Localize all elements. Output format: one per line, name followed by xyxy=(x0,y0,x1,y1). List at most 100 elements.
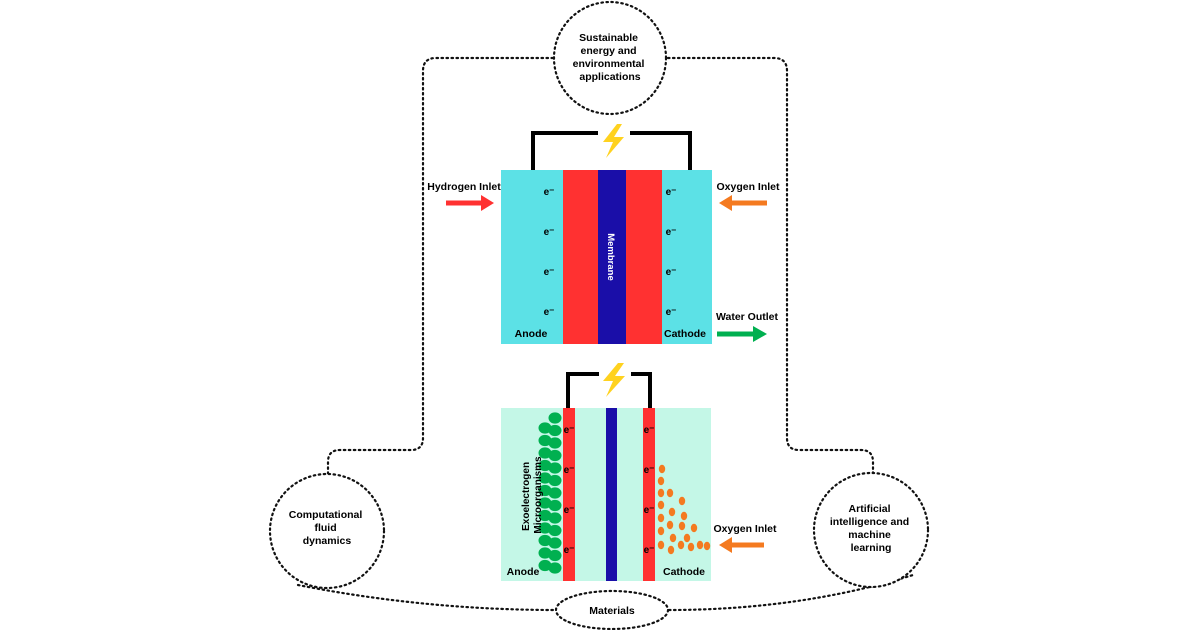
node-computational-fluid-dynamics: Computational fluid dynamics xyxy=(268,472,386,590)
node-ai-line: learning xyxy=(851,542,892,554)
microbe-cell xyxy=(538,509,552,522)
oxygen-dot xyxy=(678,496,686,506)
electron-label: e⁻ xyxy=(644,465,655,476)
microbe-cell xyxy=(538,484,552,497)
oxygen-dot xyxy=(683,533,691,543)
microbe-cell xyxy=(548,549,562,562)
microbe-cell xyxy=(548,537,562,549)
node-materials: Materials xyxy=(554,589,670,630)
oxygen-dot xyxy=(696,540,704,550)
anode-label: Anode xyxy=(515,328,548,340)
connector-top-left xyxy=(326,56,560,480)
connector-top-right xyxy=(666,56,875,480)
svg-text:Sustainable energy and: Sustainable energy and environmental app… xyxy=(573,32,648,83)
membrane xyxy=(598,170,626,344)
microbial-fuel-cell: e⁻ e⁻ e⁻ e⁻ e⁻ e⁻ e⁻ e⁻ Exoelectrogen Mi… xyxy=(501,363,777,581)
microbe-colony xyxy=(538,412,562,574)
oxygen-inlet-arrow xyxy=(719,195,767,211)
microbe-cell xyxy=(548,512,562,524)
microbe-cell xyxy=(538,434,552,447)
oxygen-inlet-label: Oxygen Inlet xyxy=(716,181,780,193)
microbe-cell xyxy=(538,472,552,484)
svg-text:Artificial intelligence: Artificial intelligence and machine lear… xyxy=(830,503,912,554)
node-sustainable-energy-line: energy and xyxy=(581,45,637,57)
microbe-cell xyxy=(538,497,552,509)
microbe-cell xyxy=(548,524,562,537)
membrane-label: Membrane xyxy=(605,233,616,281)
oxygen-dot xyxy=(657,488,665,498)
microbe-cell xyxy=(548,462,562,474)
hydrogen-inlet-arrow xyxy=(446,195,494,211)
cathode-electrode xyxy=(626,170,662,344)
mfc-membrane xyxy=(606,408,617,581)
electron-label: e⁻ xyxy=(666,227,677,238)
electron-label: e⁻ xyxy=(544,227,555,238)
electron-label: e⁻ xyxy=(666,267,677,278)
oxygen-dot xyxy=(657,500,665,510)
connector-bottom-right xyxy=(667,573,915,612)
electron-label: e⁻ xyxy=(564,545,575,556)
microbe-cell xyxy=(548,562,562,574)
electron-label: e⁻ xyxy=(666,307,677,318)
hydrogen-inlet-label: Hydrogen Inlet xyxy=(427,181,501,193)
node-cfd-line: dynamics xyxy=(303,535,352,547)
microbe-cell xyxy=(548,474,562,487)
microbe-cell xyxy=(548,487,562,499)
electron-label: e⁻ xyxy=(544,267,555,278)
microbe-cell xyxy=(538,522,552,534)
node-ai-machine-learning: Artificial intelligence and machine lear… xyxy=(812,471,930,589)
microbe-cell xyxy=(538,447,552,459)
node-cfd-line: Computational xyxy=(289,509,363,521)
oxygen-dot xyxy=(703,541,711,551)
mfc-anode-electrode xyxy=(563,408,575,581)
microbe-cell xyxy=(538,422,552,434)
node-sustainable-energy-line: environmental xyxy=(573,58,645,70)
microorganisms-label-line: Exoelectrogen xyxy=(521,462,532,531)
node-ai-line: machine xyxy=(848,529,891,541)
hydrogen-fuel-cell: Membrane e⁻ e⁻ e⁻ e⁻ e⁻ e⁻ e⁻ e⁻ Anode C… xyxy=(427,124,780,344)
microbe-cell xyxy=(548,437,562,449)
mfc-oxygen-inlet-label: Oxygen Inlet xyxy=(713,523,777,535)
electron-label: e⁻ xyxy=(644,505,655,516)
oxygen-dot xyxy=(657,476,665,486)
oxygen-dot xyxy=(658,464,666,474)
microbe-cell xyxy=(548,499,562,512)
mfc-cathode-electrode xyxy=(643,408,655,581)
microbe-cell xyxy=(538,547,552,559)
oxygen-dot xyxy=(666,488,674,498)
oxygen-dot xyxy=(678,521,686,531)
oxygen-dot xyxy=(690,523,698,533)
connector-bottom-left xyxy=(296,583,558,612)
mfc-anode-label: Anode xyxy=(507,566,540,578)
electron-label: e⁻ xyxy=(564,425,575,436)
oxygen-dot xyxy=(657,513,665,523)
oxygen-dot-cluster xyxy=(657,464,711,555)
node-materials-label: Materials xyxy=(589,605,635,617)
microbe-cell xyxy=(548,412,562,424)
oxygen-dot xyxy=(657,526,665,536)
oxygen-dot xyxy=(687,542,695,552)
microbe-cell xyxy=(538,459,552,472)
microbe-cell xyxy=(548,424,562,437)
oxygen-dot xyxy=(657,540,665,550)
node-sustainable-energy: Sustainable energy and environmental app… xyxy=(552,0,668,116)
electron-label: e⁻ xyxy=(564,465,575,476)
electron-label: e⁻ xyxy=(644,545,655,556)
microbe-cell xyxy=(538,534,552,547)
microorganisms-label: Exoelectrogen Microorganisms xyxy=(521,456,544,534)
water-outlet-label: Water Outlet xyxy=(716,311,779,323)
oxygen-dot xyxy=(669,533,677,543)
microbe-cell xyxy=(548,449,562,462)
mfc-oxygen-inlet-arrow xyxy=(719,537,764,553)
external-circuit-wire xyxy=(566,372,652,410)
lightning-bolt-icon xyxy=(603,363,625,397)
node-ai-line: Artificial xyxy=(849,503,891,515)
electron-label: e⁻ xyxy=(564,505,575,516)
mfc-cathode-label: Cathode xyxy=(663,566,705,578)
electron-label: e⁻ xyxy=(544,307,555,318)
svg-text:Computational fluid: Computational fluid dynamics xyxy=(289,509,365,547)
external-circuit-wire xyxy=(531,131,692,172)
node-sustainable-energy-line: applications xyxy=(579,71,640,83)
electron-label: e⁻ xyxy=(644,425,655,436)
electron-label: e⁻ xyxy=(666,187,677,198)
